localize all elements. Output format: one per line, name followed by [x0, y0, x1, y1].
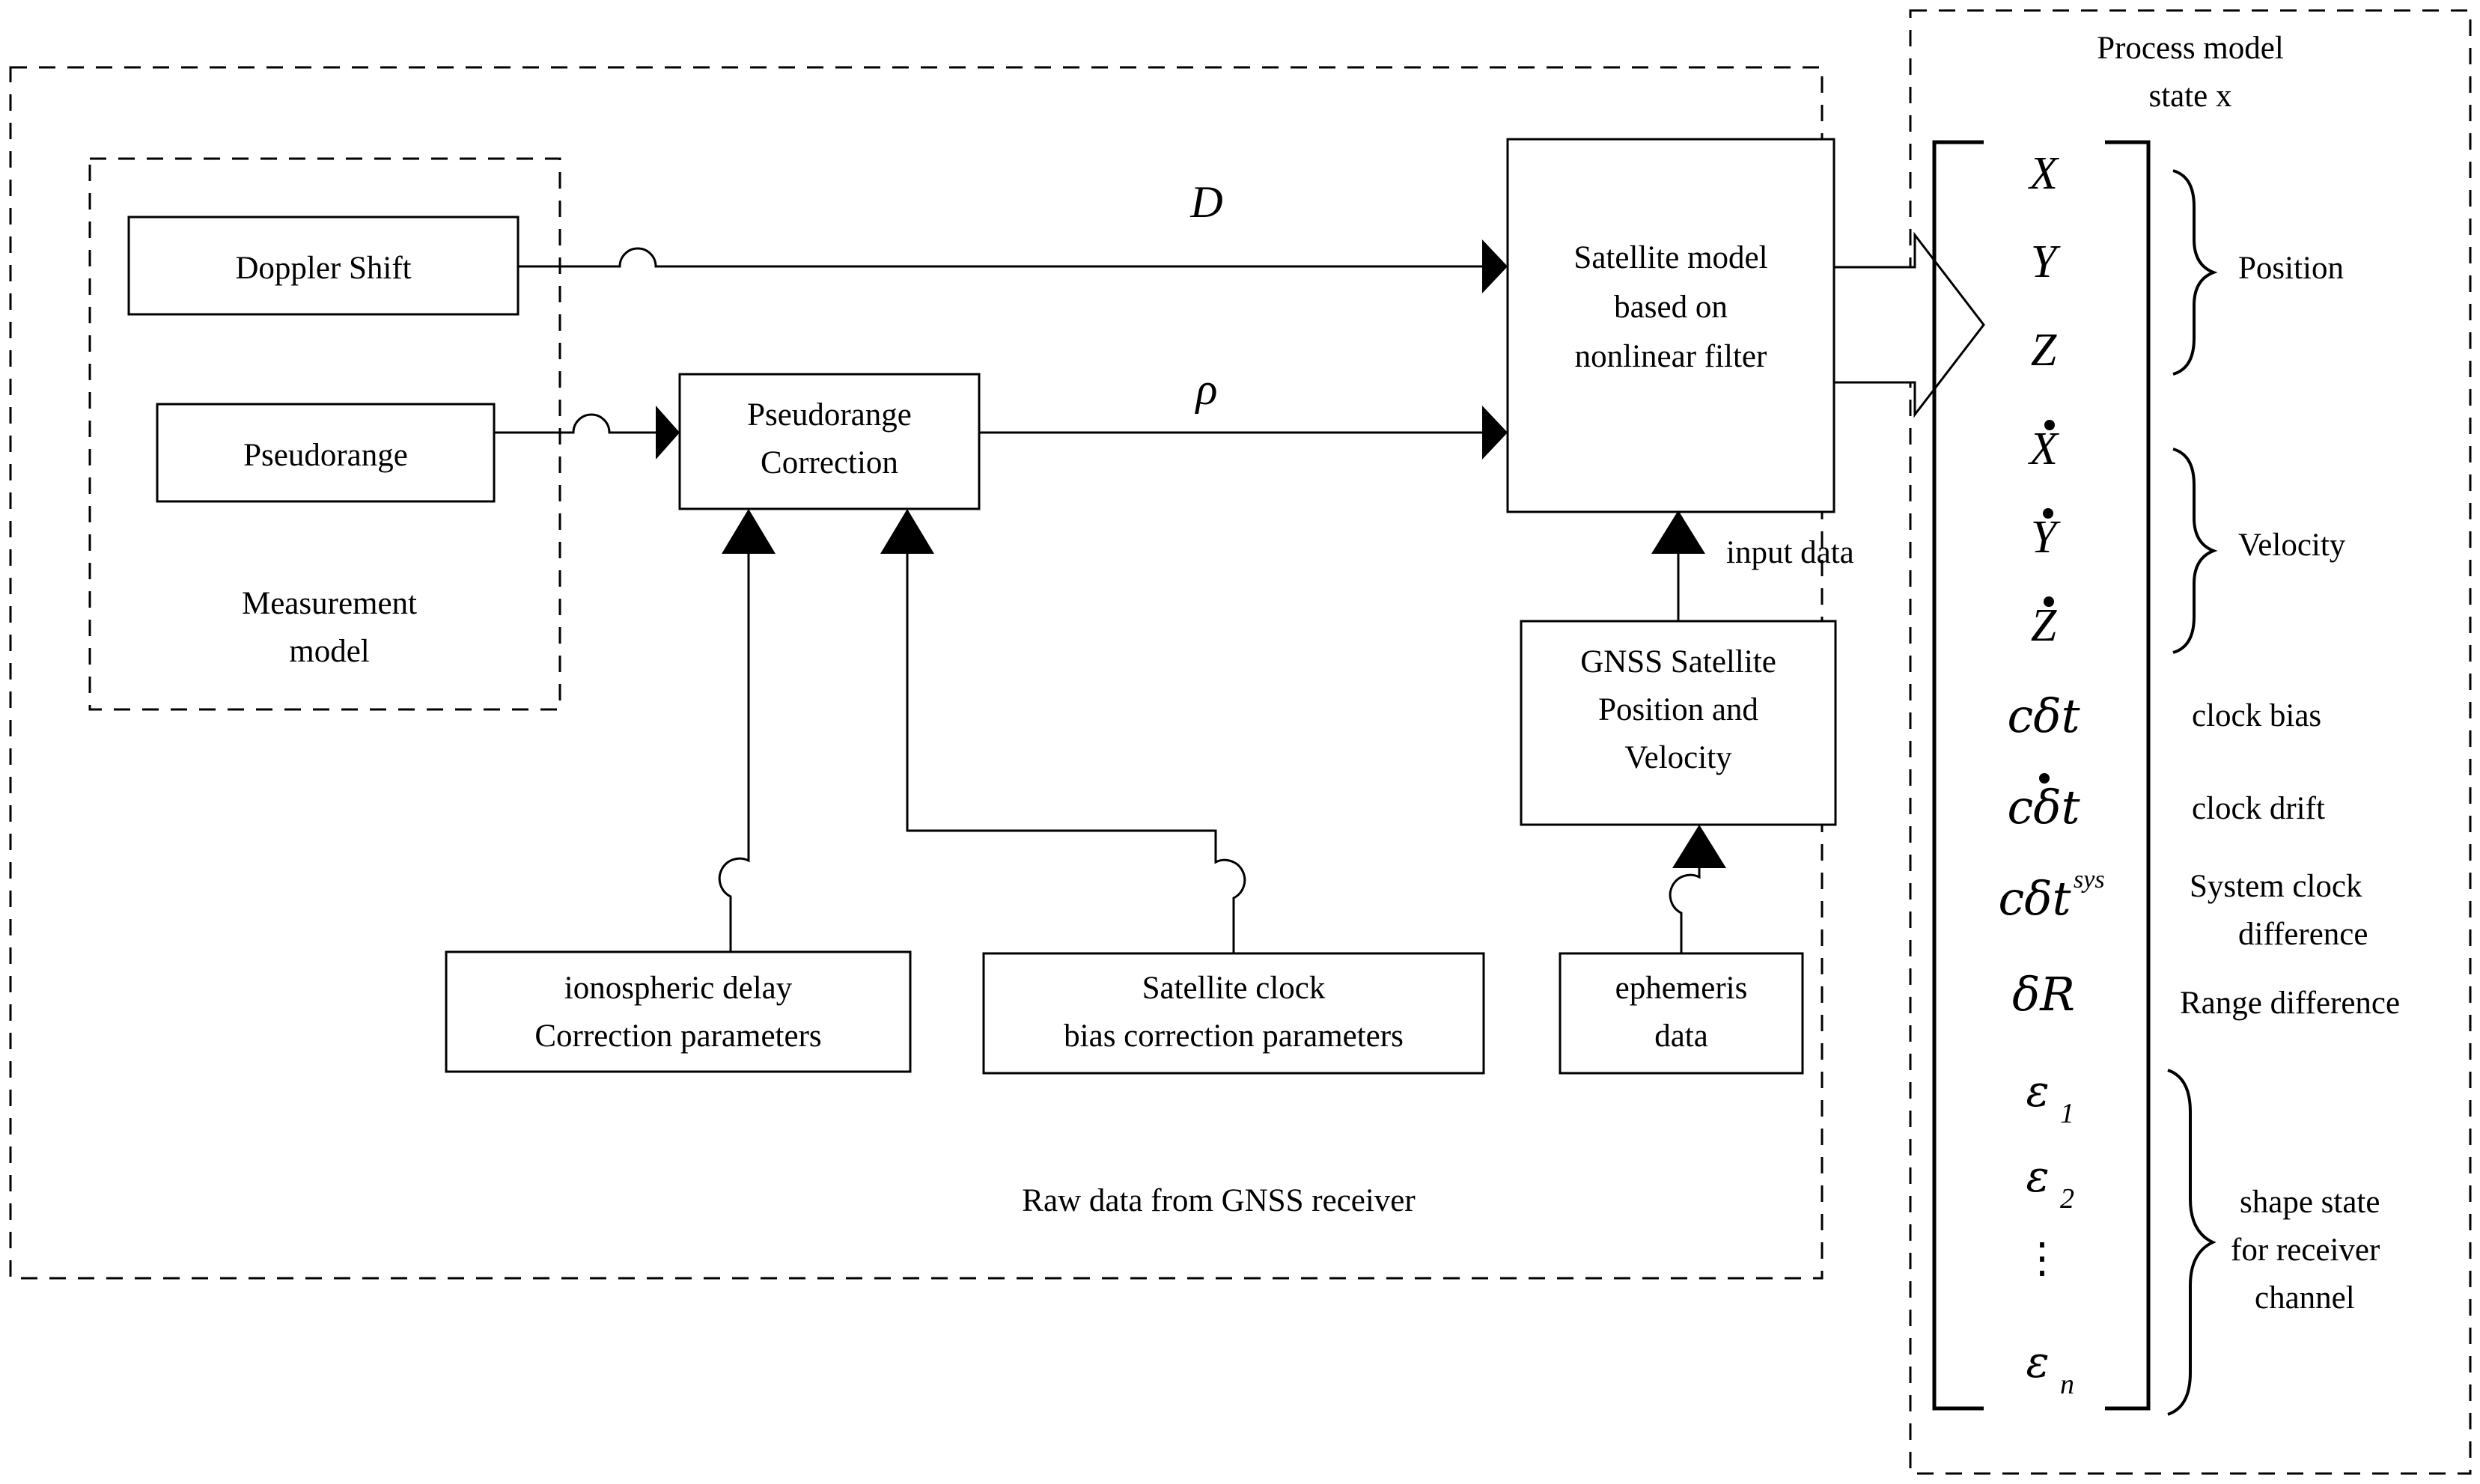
- wire-doppler-to-satellite-model: [518, 247, 1482, 268]
- wire-iono-to-correction: [718, 554, 750, 952]
- measurement-model-group-boundary: [88, 157, 561, 711]
- block-arrow-to-state-vector: [1832, 231, 1985, 418]
- brace-velocity: [2172, 448, 2218, 654]
- box-gnss-satellite-position-velocity[interactable]: [1520, 620, 1837, 826]
- arrowhead-correction-to-satellite-model: [1482, 406, 1508, 459]
- box-satellite-model[interactable]: [1506, 138, 1835, 513]
- state-vector-left-bracket: [1932, 140, 1984, 1411]
- box-pseudorange-correction[interactable]: [678, 373, 981, 510]
- brace-shape-state: [2167, 1069, 2217, 1416]
- wire-ephemeris-to-gnss-satposvel: [1669, 868, 1701, 953]
- state-vector-right-bracket: [2105, 140, 2151, 1411]
- arrowhead-gnss-to-satellite-model: [1651, 510, 1705, 554]
- wire-pseudorange-to-correction: [494, 413, 656, 434]
- brace-position: [2172, 169, 2218, 376]
- box-ionospheric-delay[interactable]: [445, 950, 912, 1073]
- arrowhead-satclock-to-correction: [880, 509, 934, 554]
- box-satellite-clock-bias[interactable]: [982, 952, 1485, 1075]
- wire-satclock-to-correction: [906, 554, 1246, 953]
- process-model-group-boundary: [1909, 9, 2472, 1475]
- arrowhead-ephemeris-to-gnss: [1672, 825, 1726, 868]
- box-ephemeris-data[interactable]: [1559, 952, 1804, 1075]
- arrowhead-doppler-to-satellite-model: [1482, 239, 1508, 293]
- box-pseudorange[interactable]: [156, 403, 496, 503]
- arrowhead-pseudorange-to-correction: [656, 406, 680, 459]
- arrowhead-iono-to-correction: [722, 509, 776, 554]
- raw-data-group-boundary: [9, 66, 1824, 1280]
- box-doppler-shift[interactable]: [127, 216, 520, 316]
